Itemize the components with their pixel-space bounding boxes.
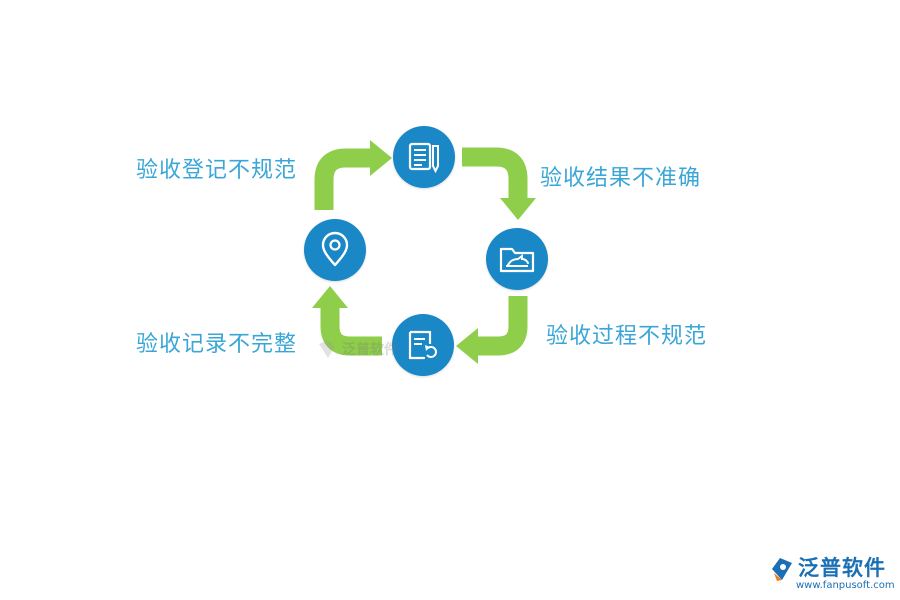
document-pencil-icon bbox=[408, 142, 439, 174]
arrow-left-to-top-head bbox=[370, 140, 392, 176]
label-bottom-left: 验收记录不完整 bbox=[136, 332, 298, 357]
arrow-top-to-right bbox=[462, 147, 528, 200]
arrow-bottom-to-left-head bbox=[312, 286, 348, 308]
label-bottom-right: 验收过程不规范 bbox=[546, 324, 708, 349]
node-right bbox=[486, 228, 548, 290]
label-top-left: 验收登记不规范 bbox=[136, 158, 298, 183]
brand-watermark: 泛普软件 www.fanpusoft.com bbox=[768, 552, 896, 596]
fanpu-logo-icon bbox=[772, 558, 792, 581]
arrow-left-to-top bbox=[314, 148, 372, 210]
center-watermark: 泛普软件 bbox=[316, 338, 398, 360]
folder-icon bbox=[499, 247, 535, 273]
arrow-right-to-bottom-head bbox=[456, 328, 478, 364]
arrow-top-to-right-head bbox=[500, 198, 536, 220]
arrow-right-to-bottom bbox=[476, 296, 528, 356]
node-left bbox=[304, 219, 366, 281]
label-top-right: 验收结果不准确 bbox=[540, 166, 702, 191]
document-refresh-icon bbox=[408, 330, 437, 360]
node-top bbox=[393, 126, 455, 188]
brand-name: 泛普软件 bbox=[798, 556, 886, 580]
location-pin-icon bbox=[321, 231, 349, 267]
brand-url: www.fanpusoft.com bbox=[796, 580, 895, 591]
watermark-logo-icon bbox=[319, 340, 335, 358]
arrow-bottom-to-left bbox=[320, 306, 382, 356]
watermark-text: 泛普软件 bbox=[342, 342, 398, 358]
node-bottom bbox=[392, 314, 454, 376]
